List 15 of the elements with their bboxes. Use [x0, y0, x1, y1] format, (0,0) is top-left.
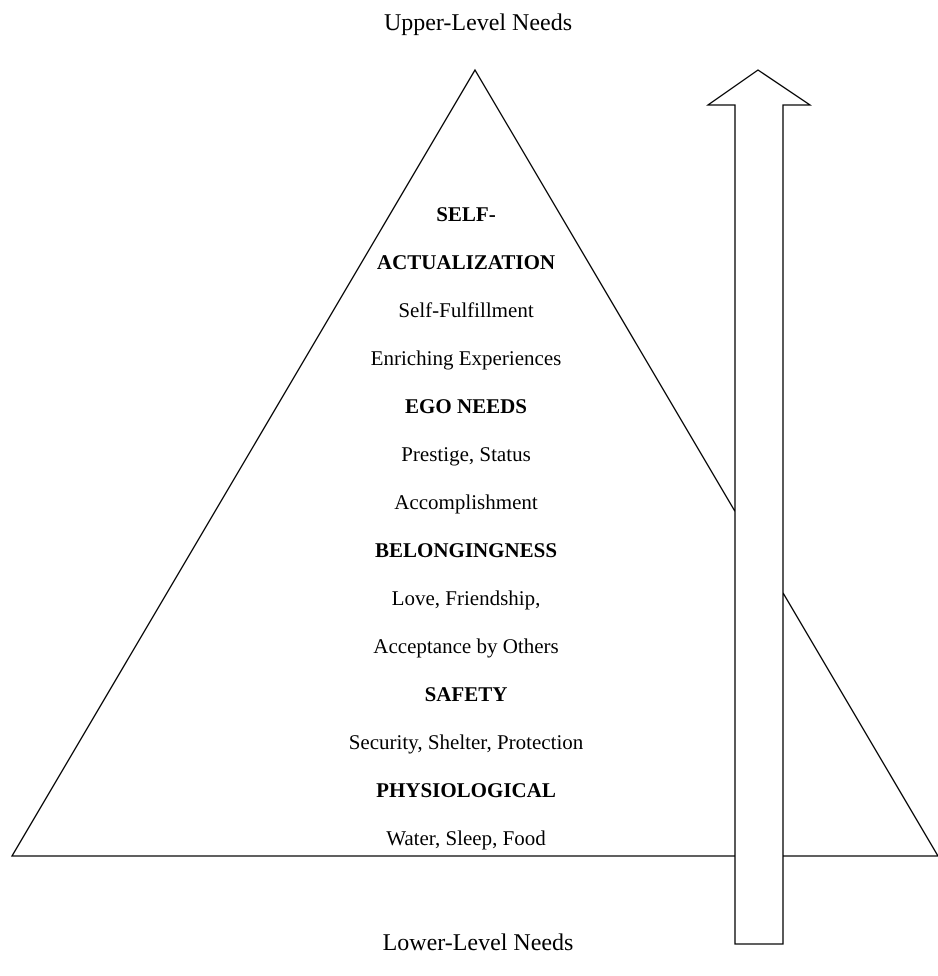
level-description: Love, Friendship,: [390, 585, 542, 612]
level-heading: PHYSIOLOGICAL: [375, 777, 557, 804]
level-heading: BELONGINGNESS: [374, 537, 558, 564]
level-heading: EGO NEEDS: [404, 393, 528, 420]
level-description: Water, Sleep, Food: [385, 825, 547, 852]
level-description: Security, Shelter, Protection: [348, 729, 584, 756]
level-heading: SAFETY: [424, 681, 508, 708]
level-description: Accomplishment: [393, 489, 539, 516]
level-description: Acceptance by Others: [372, 633, 560, 660]
level-heading: SELF- ACTUALIZATION: [376, 201, 556, 276]
level-description: Enriching Experiences: [370, 345, 562, 372]
level-description: Self-Fulfillment: [397, 297, 535, 324]
level-label: Upper-Level Needs: [382, 10, 574, 37]
level-label: Lower-Level Needs: [382, 930, 574, 957]
level-description: Prestige, Status: [400, 441, 532, 468]
